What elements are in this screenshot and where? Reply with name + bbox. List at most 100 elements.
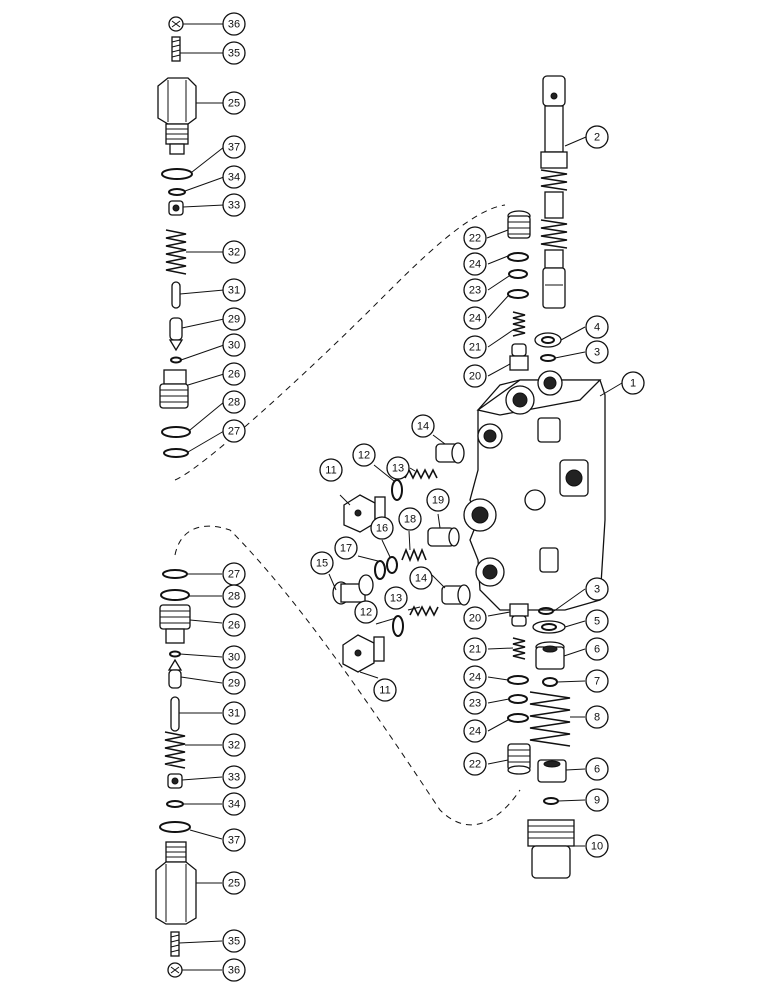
callout-number: 22 [469, 759, 481, 771]
callout-27: 27 [222, 562, 246, 586]
callout-31: 31 [222, 701, 246, 725]
callout-circle [222, 307, 246, 331]
callout-circle [222, 362, 246, 386]
callout-number: 37 [228, 142, 240, 154]
callout-circle [463, 335, 487, 359]
part-14-plug-lower [441, 584, 471, 606]
callout-number: 31 [228, 285, 240, 297]
callout-circle [463, 665, 487, 689]
callout-circle [585, 637, 609, 661]
callout-circle [585, 609, 609, 633]
callout-number: 8 [594, 712, 600, 724]
callout-24: 24 [463, 719, 487, 743]
callout-number: 26 [228, 369, 240, 381]
callout-circle [319, 458, 343, 482]
callout-18: 18 [398, 507, 422, 531]
callout-29: 29 [222, 307, 246, 331]
callout-number: 27 [228, 569, 240, 581]
callout-number: 36 [228, 19, 240, 31]
callout-24: 24 [463, 306, 487, 330]
callout-number: 25 [228, 98, 240, 110]
callout-circle [352, 443, 376, 467]
part-10-end-cap [527, 819, 575, 879]
callout-number: 28 [228, 397, 240, 409]
callout-36: 36 [222, 958, 246, 982]
part-34-oring [168, 188, 186, 196]
part-25-cap [157, 77, 197, 155]
part-24-ring-upper-b [507, 289, 529, 299]
part-29-poppet [168, 317, 184, 352]
callout-number: 17 [340, 543, 352, 555]
callout-circle [222, 929, 246, 953]
callout-circle [463, 637, 487, 661]
part-16-oring [386, 556, 398, 574]
callout-37: 37 [222, 135, 246, 159]
lower-relief-valve-assembly [155, 569, 197, 978]
callout-3: 3 [585, 577, 609, 601]
part-5-washer [532, 620, 566, 634]
part-32-spring-lower [164, 731, 186, 769]
callout-29: 29 [222, 671, 246, 695]
part-2-spool [540, 75, 568, 309]
callout-circle [373, 678, 397, 702]
callout-circle [585, 757, 609, 781]
callout-circle [463, 252, 487, 276]
callout-number: 16 [376, 523, 388, 535]
callout-circle [222, 165, 246, 189]
callout-21: 21 [463, 637, 487, 661]
callout-number: 3 [594, 347, 600, 359]
callout-number: 18 [404, 514, 416, 526]
part-19-check [427, 527, 460, 547]
part-26-valve-body-lower [159, 604, 191, 644]
callout-circle [426, 488, 450, 512]
part-12-oring-upper [391, 479, 403, 501]
callout-number: 2 [594, 132, 600, 144]
callout-number: 12 [358, 450, 370, 462]
part-35-screw-lower [170, 931, 180, 957]
callout-number: 36 [228, 965, 240, 977]
callout-number: 4 [594, 322, 600, 334]
part-23-ring-upper [508, 269, 528, 279]
callout-number: 20 [469, 371, 481, 383]
callout-number: 29 [228, 314, 240, 326]
callout-number: 22 [469, 233, 481, 245]
callout-number: 24 [469, 672, 481, 684]
callout-24: 24 [463, 665, 487, 689]
callout-circle [222, 765, 246, 789]
callout-20: 20 [463, 606, 487, 630]
callout-circle [463, 752, 487, 776]
part-8-spring [529, 691, 571, 747]
callout-number: 33 [228, 772, 240, 784]
part-37-oring [161, 168, 193, 180]
callout-34: 34 [222, 165, 246, 189]
callout-number: 24 [469, 726, 481, 738]
callout-4: 4 [585, 315, 609, 339]
callout-3: 3 [585, 340, 609, 364]
callout-circle [463, 719, 487, 743]
part-29-poppet-lower [167, 658, 183, 689]
callout-20: 20 [463, 364, 487, 388]
callout-circle [222, 278, 246, 302]
upper-relief-valve-assembly [157, 16, 197, 458]
callout-12: 12 [354, 600, 378, 624]
callout-number: 29 [228, 678, 240, 690]
part-15-plunger [332, 574, 374, 605]
callout-circle [409, 566, 433, 590]
part-26-valve-body [159, 369, 189, 409]
callout-16: 16 [370, 516, 394, 540]
callout-11: 11 [373, 678, 397, 702]
part-24-ring-upper-a [507, 252, 529, 262]
callout-22: 22 [463, 752, 487, 776]
callout-circle [585, 125, 609, 149]
callout-circle [585, 315, 609, 339]
callout-number: 21 [469, 644, 481, 656]
part-27-oring-lower [162, 569, 188, 579]
callout-12: 12 [352, 443, 376, 467]
callout-27: 27 [222, 419, 246, 443]
callout-19: 19 [426, 488, 450, 512]
callout-5: 5 [585, 609, 609, 633]
part-22-plug-lower [507, 743, 531, 775]
callout-number: 35 [228, 936, 240, 948]
callout-30: 30 [222, 645, 246, 669]
